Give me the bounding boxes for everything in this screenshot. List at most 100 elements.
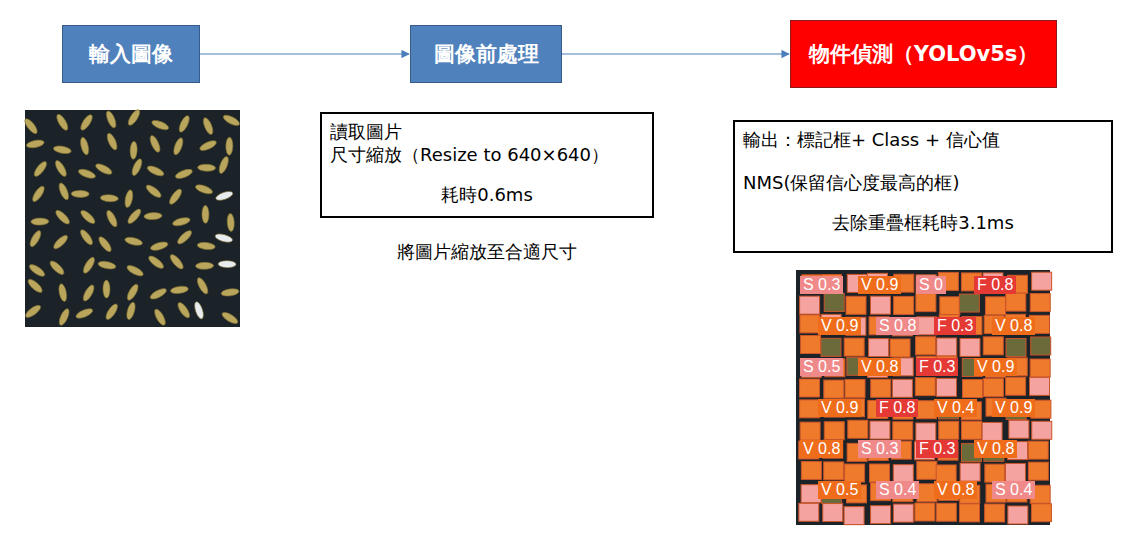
rice-grain (28, 262, 47, 278)
detection-box (799, 503, 819, 521)
detection-box (893, 504, 913, 522)
detection-box (937, 338, 957, 356)
rice-grain (55, 113, 70, 132)
detection-box (1006, 293, 1026, 311)
detection-tag: F 0.3 (916, 358, 958, 376)
detection-box (936, 503, 956, 521)
detection-box (959, 504, 979, 522)
rice-grain (31, 184, 47, 203)
rice-grain (105, 132, 119, 151)
rice-grain (58, 283, 68, 302)
detection-box (1008, 506, 1028, 524)
rice-grain (149, 287, 168, 302)
detection-box (869, 464, 889, 482)
rice-grain (148, 134, 162, 153)
detection-tag: V 0.9 (974, 358, 1017, 376)
detection-box (1032, 421, 1052, 439)
rice-grain (218, 261, 236, 268)
rice-grain (202, 205, 209, 223)
detection-box (962, 421, 982, 439)
detection-box (800, 315, 820, 333)
rice-grain (53, 145, 72, 155)
rice-grain (147, 254, 166, 271)
rice-grain (124, 189, 135, 208)
rice-grain (78, 228, 94, 247)
note-box: 輸出：標記框+ Class + 信心值NMS(保留信心度最高的框)去除重疊框耗時… (733, 120, 1113, 253)
detection-box (801, 336, 821, 354)
rice-grain (103, 280, 110, 298)
rice-grain (53, 159, 68, 178)
rice-grain (214, 232, 233, 243)
rice-grain (125, 301, 137, 320)
detection-box (936, 378, 956, 396)
detection-tag: V 0.8 (992, 317, 1035, 335)
detection-box (940, 297, 960, 315)
detection-box (869, 339, 889, 357)
detection-box (870, 421, 890, 439)
detection-tag: V 0.9 (818, 399, 861, 417)
rice-grain (220, 310, 239, 325)
rice-grain (75, 307, 94, 320)
detection-box (844, 507, 864, 525)
detection-photo (796, 270, 1050, 525)
detection-tag: V 0.9 (992, 399, 1035, 417)
detection-box (1028, 441, 1048, 459)
detection-box (960, 338, 980, 356)
rice-grain (126, 207, 143, 225)
detection-tag: V 0.8 (858, 358, 901, 376)
rice-grain (130, 158, 144, 177)
detection-box (824, 380, 844, 398)
rice-grain (198, 139, 217, 153)
rice-grain (79, 113, 95, 132)
rice-grain (31, 218, 49, 225)
detection-tag: V 0.5 (818, 481, 861, 499)
detection-box (845, 379, 865, 397)
rice-grain (227, 213, 235, 231)
node-text: 尺寸縮放（Resize to 640×640） (330, 143, 644, 166)
note-box: 讀取圖片尺寸縮放（Resize to 640×640）耗時0.6ms (320, 112, 654, 218)
rice-grain (226, 137, 233, 155)
detection-box (982, 422, 1002, 440)
rice-grain (172, 137, 185, 156)
rice-grain (104, 110, 117, 129)
rice-grain (79, 137, 90, 156)
detection-box (824, 293, 844, 311)
detection-box (800, 379, 820, 397)
rice-grain (23, 117, 40, 135)
rice-grain (26, 277, 44, 294)
rice-grain (125, 283, 140, 302)
detection-box (915, 378, 935, 396)
detection-box (1031, 337, 1051, 355)
detection-box (983, 379, 1003, 397)
rice-grains (23, 108, 241, 327)
detection-box (824, 462, 844, 480)
node-text: 讀取圖片 (330, 120, 644, 143)
rice-grain (168, 253, 185, 271)
detection-tag: V 0.9 (818, 317, 861, 335)
rice-grain (170, 285, 189, 294)
detection-box (892, 379, 912, 397)
detection-box (1031, 504, 1051, 522)
detection-box (871, 379, 891, 397)
rice-grain (144, 183, 163, 200)
detection-tag: S 0 (916, 276, 946, 294)
node-text: 物件偵測（YOLOv5s） (809, 40, 1039, 68)
rice-grain (194, 183, 213, 196)
rice-grain (100, 194, 118, 202)
node-text: 輸入圖像 (89, 40, 173, 68)
node-text: 圖像前處理 (434, 40, 539, 68)
rice-grain (105, 209, 119, 228)
rice-grain (104, 302, 120, 321)
detection-box (1030, 359, 1050, 377)
rice-grain (153, 308, 168, 327)
node-text: 輸出：標記框+ Class + 信心值 (743, 128, 1103, 151)
detection-tag: F 0.3 (916, 440, 958, 458)
detection-tag: V 0.8 (800, 440, 843, 458)
detection-box (1005, 463, 1025, 481)
detection-box (890, 339, 910, 357)
rice-grain (146, 164, 165, 178)
rice-grain (167, 187, 183, 206)
rice-grain (215, 190, 234, 203)
rice-grain (144, 212, 162, 220)
